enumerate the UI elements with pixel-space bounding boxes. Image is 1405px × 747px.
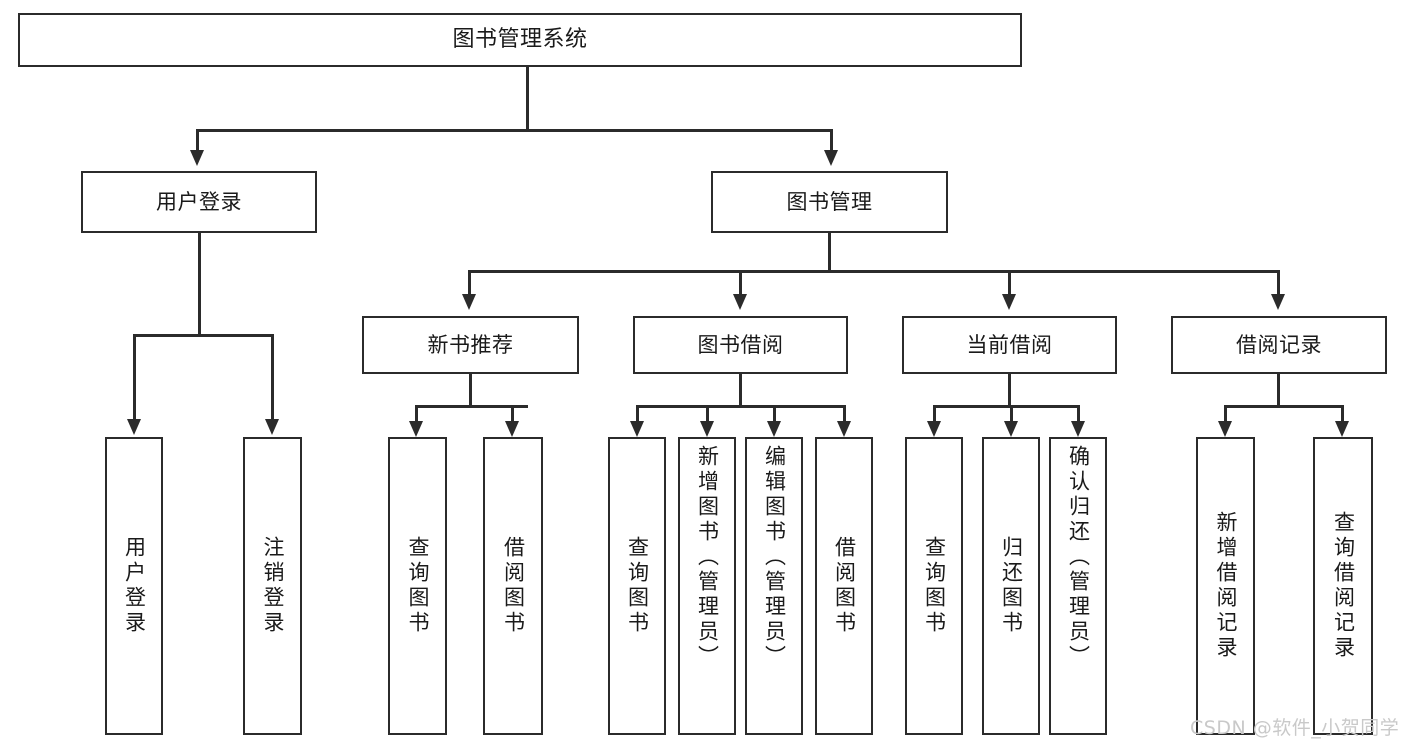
connector-drop-book-borrow xyxy=(739,270,742,295)
node-leaf-borrow-book-2: 借阅图书 xyxy=(815,437,873,735)
node-book-borrow: 图书借阅 xyxy=(633,316,848,374)
node-leaf-query-book-3: 查询图书 xyxy=(905,437,963,735)
node-label: 确认归还（管理员） xyxy=(1066,445,1091,670)
connector-drop-query-book-2 xyxy=(636,405,639,422)
arrow-query-borrow-record xyxy=(1335,421,1349,437)
connector-drop-current-borrow xyxy=(1008,270,1011,295)
node-label: 图书管理 xyxy=(786,189,873,214)
arrow-leaf-user-login xyxy=(127,419,141,435)
connector-current-borrow-bar xyxy=(933,405,1079,408)
arrow-edit-book xyxy=(767,421,781,437)
node-label: 用户登录 xyxy=(156,189,242,214)
connector-drop-leaf-logout xyxy=(271,334,274,420)
node-label: 查询图书 xyxy=(625,536,650,636)
node-leaf-query-book-2: 查询图书 xyxy=(608,437,666,735)
connector-drop-query-book-3 xyxy=(933,405,936,422)
arrow-add-book xyxy=(700,421,714,437)
connector-drop-query-borrow-record xyxy=(1341,405,1344,422)
node-label: 借阅图书 xyxy=(832,536,857,636)
connector-drop-query-book-1 xyxy=(415,405,418,422)
node-label: 编辑图书（管理员） xyxy=(762,445,787,670)
connector-drop-borrow-book-1 xyxy=(511,405,514,422)
node-label: 图书管理系统 xyxy=(452,27,588,53)
connector-drop-borrow-record xyxy=(1277,270,1280,295)
connector-drop-book-manage xyxy=(830,129,833,151)
connector-user-login-bar xyxy=(133,334,273,337)
connector-book-manage-stem xyxy=(828,233,831,272)
connector-drop-user-login xyxy=(196,129,199,151)
connector-drop-add-book xyxy=(706,405,709,422)
connector-root-stem xyxy=(526,67,529,130)
connector-drop-new-book xyxy=(468,270,471,295)
connector-borrow-record-bar xyxy=(1224,405,1343,408)
node-label: 借阅图书 xyxy=(501,536,526,636)
node-new-book-recommend: 新书推荐 xyxy=(362,316,579,374)
arrow-book-borrow xyxy=(733,294,747,310)
connector-book-manage-bar xyxy=(468,270,1280,273)
node-leaf-confirm-return: 确认归还（管理员） xyxy=(1049,437,1107,735)
node-label: 借阅记录 xyxy=(1236,332,1322,357)
node-label: 用户登录 xyxy=(122,536,147,636)
node-leaf-edit-book: 编辑图书（管理员） xyxy=(745,437,803,735)
node-label: 查询图书 xyxy=(406,536,430,636)
node-label: 注销登录 xyxy=(261,536,285,636)
connector-borrow-record-stem xyxy=(1277,374,1280,407)
node-root-system: 图书管理系统 xyxy=(18,13,1022,67)
node-label: 图书借阅 xyxy=(697,332,784,357)
arrow-borrow-book-1 xyxy=(505,421,519,437)
connector-book-borrow-stem xyxy=(739,374,742,407)
connector-drop-return-book xyxy=(1010,405,1013,422)
connector-drop-add-borrow-record xyxy=(1224,405,1227,422)
connector-drop-edit-book xyxy=(773,405,776,422)
arrow-current-borrow xyxy=(1002,294,1016,310)
arrow-add-borrow-record xyxy=(1218,421,1232,437)
connector-drop-borrow-book-2 xyxy=(843,405,846,422)
node-leaf-logout-login: 注销登录 xyxy=(243,437,302,735)
node-label: 新增借阅记录 xyxy=(1214,511,1238,661)
arrow-query-book-1 xyxy=(409,421,423,437)
connector-drop-confirm-return xyxy=(1077,405,1080,422)
node-book-manage: 图书管理 xyxy=(711,171,948,233)
node-current-borrow: 当前借阅 xyxy=(902,316,1117,374)
arrow-leaf-logout xyxy=(265,419,279,435)
node-label: 新增图书（管理员） xyxy=(695,445,720,670)
node-user-login: 用户登录 xyxy=(81,171,317,233)
node-leaf-add-book: 新增图书（管理员） xyxy=(678,437,736,735)
node-leaf-query-borrow-record: 查询借阅记录 xyxy=(1313,437,1373,735)
connector-user-login-stem xyxy=(198,233,201,336)
node-leaf-add-borrow-record: 新增借阅记录 xyxy=(1196,437,1255,735)
node-leaf-query-book-1: 查询图书 xyxy=(388,437,447,735)
node-label: 新书推荐 xyxy=(427,332,514,357)
connector-drop-leaf-user-login xyxy=(133,334,136,420)
node-label: 归还图书 xyxy=(999,536,1024,636)
arrow-borrow-record xyxy=(1271,294,1285,310)
node-leaf-user-login: 用户登录 xyxy=(105,437,163,735)
arrow-confirm-return xyxy=(1071,421,1085,437)
node-leaf-return-book: 归还图书 xyxy=(982,437,1040,735)
arrow-return-book xyxy=(1004,421,1018,437)
node-label: 当前借阅 xyxy=(966,332,1053,357)
node-label: 查询借阅记录 xyxy=(1331,511,1356,661)
connector-current-borrow-stem xyxy=(1008,374,1011,407)
node-borrow-record: 借阅记录 xyxy=(1171,316,1387,374)
arrow-new-book-recommend xyxy=(462,294,476,310)
node-label: 查询图书 xyxy=(922,536,947,636)
arrow-user-login xyxy=(190,150,204,166)
arrow-book-manage xyxy=(824,150,838,166)
connector-new-book-bar xyxy=(415,405,528,408)
connector-root-bar xyxy=(196,129,832,132)
connector-book-borrow-bar xyxy=(636,405,845,408)
arrow-borrow-book-2 xyxy=(837,421,851,437)
arrow-query-book-2 xyxy=(630,421,644,437)
connector-new-book-stem xyxy=(469,374,472,407)
arrow-query-book-3 xyxy=(927,421,941,437)
node-leaf-borrow-book-1: 借阅图书 xyxy=(483,437,543,735)
